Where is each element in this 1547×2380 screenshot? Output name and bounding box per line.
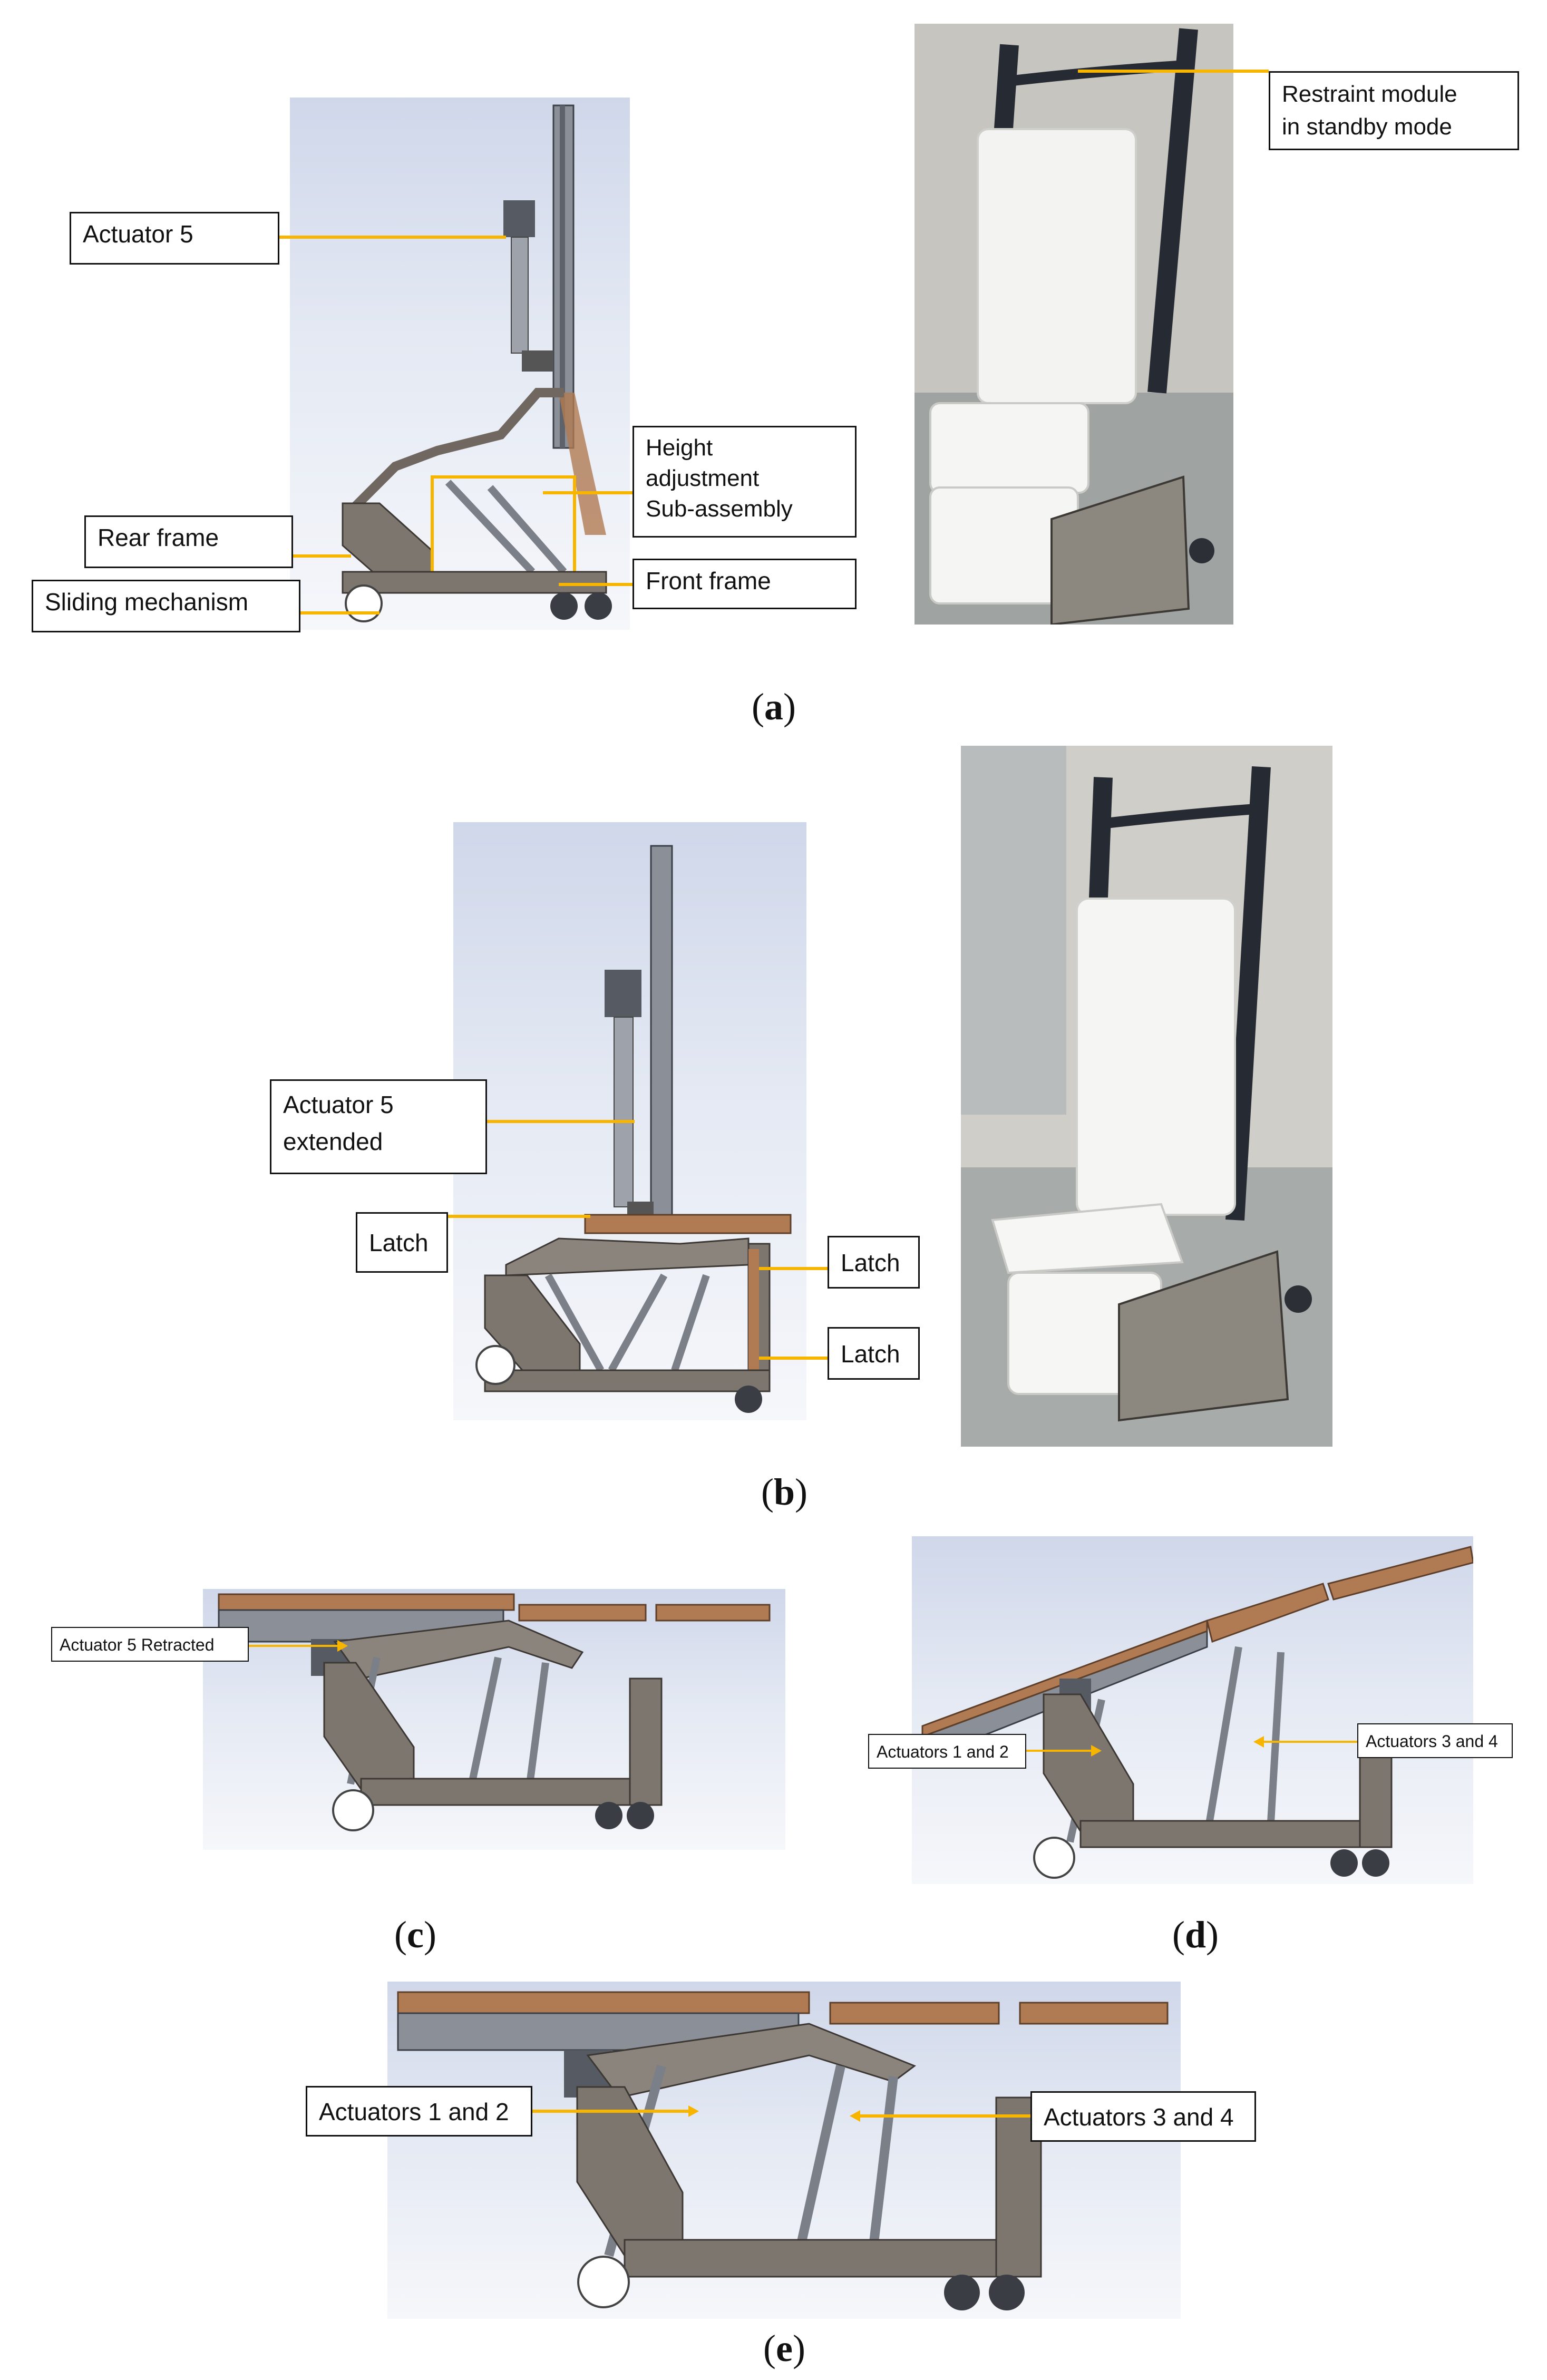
- label-latch-right-bottom: Latch: [828, 1327, 920, 1380]
- leader-actuators-3-4-e: [860, 2114, 1030, 2118]
- label-rear-frame: Rear frame: [84, 515, 293, 568]
- leader-actuator-5: [279, 236, 506, 239]
- leader-latch-right-top: [759, 1267, 828, 1270]
- label-latch-left: Latch: [356, 1212, 448, 1273]
- panel-e-cad-render: [387, 1982, 1181, 2319]
- leader-sliding-mechanism: [300, 611, 380, 614]
- label-actuator-5-extended: Actuator 5 extended: [270, 1079, 487, 1174]
- cad-bed-flat-icon: [397, 1991, 1169, 2310]
- caption-b: (b): [761, 1471, 807, 1513]
- leader-restraint-module: [1078, 70, 1269, 73]
- caption-d: (d): [1172, 1914, 1219, 1956]
- arrow-actuators-3-4-d: [1253, 1736, 1264, 1748]
- cad-stander-upright-icon: [342, 104, 612, 622]
- label-actuators-3-4-e: Actuators 3 and 4: [1030, 2091, 1256, 2142]
- caption-e: (e): [763, 2327, 805, 2369]
- panel-a-cad-render: [290, 97, 630, 630]
- arrow-actuator-5-retracted: [337, 1640, 348, 1652]
- leader-actuators-3-4-d: [1264, 1741, 1357, 1743]
- leader-latch-left: [448, 1215, 590, 1218]
- caption-a: (a): [752, 686, 796, 728]
- cad-bed-tilted-icon: [921, 1546, 1473, 1879]
- leader-height-adjustment: [543, 491, 633, 494]
- arrow-actuators-1-2-e: [688, 2105, 699, 2117]
- panel-d-cad-render: [912, 1536, 1473, 1884]
- leader-rear-frame: [293, 554, 351, 558]
- leader-latch-right-bottom: [759, 1357, 828, 1360]
- label-actuator-5: Actuator 5: [70, 212, 279, 265]
- leader-front-frame: [559, 583, 633, 586]
- panel-a-photo: [914, 24, 1233, 625]
- leader-actuator-5-extended: [487, 1120, 635, 1123]
- label-actuators-1-2-d: Actuators 1 and 2: [868, 1734, 1026, 1769]
- photo-stander-upright-icon: [914, 24, 1233, 625]
- label-sliding-mechanism: Sliding mechanism: [32, 580, 300, 632]
- leader-actuators-1-2-d: [1026, 1750, 1092, 1752]
- panel-b-photo: [961, 746, 1332, 1447]
- cad-bed-flat-retracted-icon: [218, 1593, 771, 1831]
- label-actuators-3-4-d: Actuators 3 and 4: [1357, 1723, 1513, 1758]
- photo-stander-seated-icon: [961, 746, 1332, 1447]
- leader-actuator-5-retracted: [249, 1645, 338, 1647]
- label-front-frame: Front frame: [633, 559, 857, 609]
- arrow-actuators-3-4-e: [850, 2110, 860, 2122]
- label-actuators-1-2-e: Actuators 1 and 2: [306, 2086, 532, 2137]
- panel-c-cad-render: [203, 1589, 785, 1850]
- label-restraint-module: Restraint module in standby mode: [1269, 71, 1519, 150]
- label-height-adjustment: Height adjustment Sub-assembly: [633, 426, 857, 538]
- label-actuator-5-retracted: Actuator 5 Retracted: [51, 1627, 249, 1662]
- caption-c: (c): [394, 1914, 436, 1956]
- arrow-actuators-1-2-d: [1091, 1745, 1102, 1757]
- leader-actuators-1-2-e: [532, 2110, 690, 2113]
- label-latch-right-top: Latch: [828, 1236, 920, 1289]
